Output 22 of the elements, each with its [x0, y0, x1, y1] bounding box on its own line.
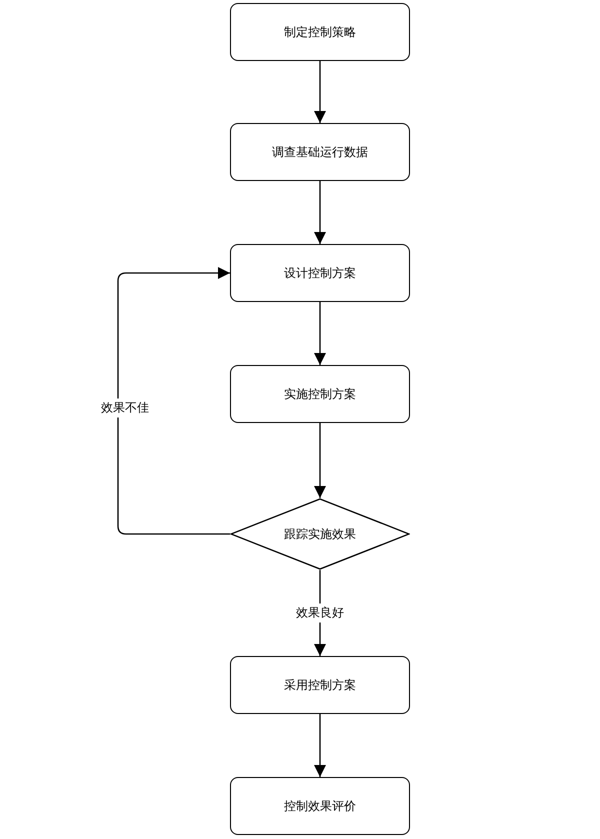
- node-text: 实施控制方案: [284, 386, 356, 402]
- edge-label: 效果良好: [294, 604, 346, 622]
- arrow: [314, 181, 326, 244]
- decision-diamond: [230, 498, 410, 570]
- process-box: [230, 3, 410, 61]
- process-box: [230, 777, 410, 835]
- node-text: 设计控制方案: [284, 264, 356, 282]
- arrow: [314, 423, 326, 498]
- process-box: [230, 365, 410, 423]
- node-text: 采用控制方案: [284, 676, 356, 694]
- arrow: [314, 61, 326, 123]
- node-text: 制定控制策略: [284, 24, 356, 40]
- node-text: 控制效果评价: [284, 798, 356, 814]
- process-box: [230, 656, 410, 714]
- arrow: [117, 267, 230, 535]
- node-text: 跟踪实施效果: [284, 526, 356, 542]
- arrow: [314, 714, 326, 777]
- edge-label: 效果不佳: [99, 398, 151, 417]
- arrow: [314, 302, 326, 365]
- process-box: [230, 123, 410, 181]
- process-box: [230, 244, 410, 302]
- node-text: 调查基础运行数据: [272, 144, 368, 160]
